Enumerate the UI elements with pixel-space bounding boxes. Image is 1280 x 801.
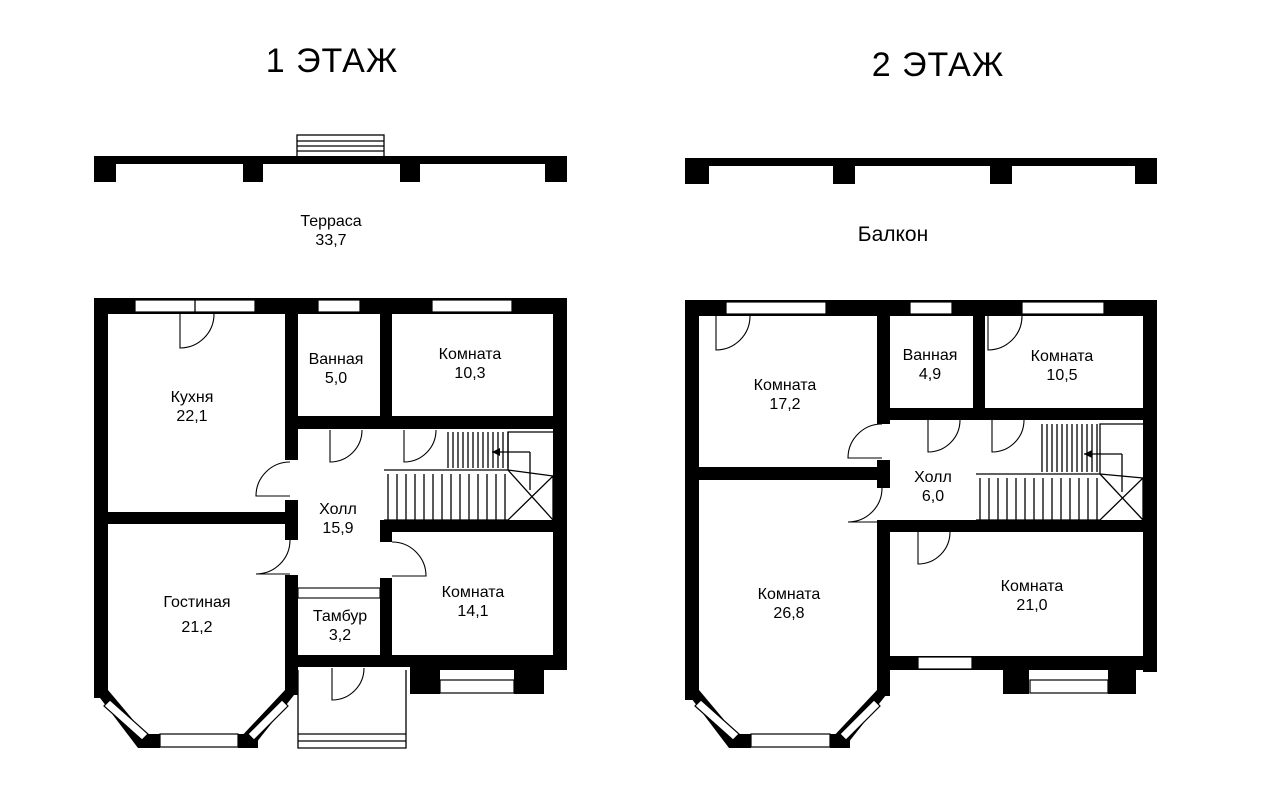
room-area: 10,5 — [1046, 367, 1077, 384]
floor-2-title: 2 ЭТАЖ — [872, 46, 1005, 84]
room-name: Комната — [1001, 578, 1064, 595]
room-area: 4,9 — [919, 366, 941, 383]
room-name: Ванная — [903, 347, 958, 364]
terrace-steps — [296, 134, 385, 158]
room-name: Балкон — [858, 223, 928, 246]
room-name: Комната — [442, 584, 505, 601]
floor-2-stairs — [976, 423, 1144, 521]
floor-2-labels: Балкон Комната 17,2 Ванная 4,9 Комната 1… — [754, 223, 1094, 622]
floor-1-windows — [103, 299, 515, 748]
room-name: Комната — [758, 586, 821, 603]
room-area: 3,2 — [329, 627, 351, 644]
floor-1-stairs — [384, 431, 554, 521]
room-area: 22,1 — [176, 408, 207, 425]
floor-1-doors — [179, 313, 437, 701]
room-name: Гостиная — [163, 594, 230, 611]
floor-2-windows — [694, 301, 1109, 748]
floor-1-porch — [297, 670, 407, 749]
floor-2-doors — [715, 315, 1025, 565]
room-name: Ванная — [309, 351, 364, 368]
room-area: 21,2 — [181, 619, 212, 636]
room-name: Комната — [1031, 348, 1094, 365]
room-area: 15,9 — [322, 520, 353, 537]
room-name: Тамбур — [313, 608, 367, 625]
room-name: Холл — [914, 469, 952, 486]
room-area: 5,0 — [325, 370, 347, 387]
room-area: 26,8 — [773, 605, 804, 622]
room-area: 10,3 — [454, 365, 485, 382]
room-area: 14,1 — [457, 603, 488, 620]
floor-1-title: 1 ЭТАЖ — [266, 42, 399, 80]
room-name: Терраса — [300, 213, 361, 230]
floor-1-plan: 1 ЭТАЖ — [94, 42, 567, 749]
room-area: 6,0 — [922, 488, 944, 505]
room-area: 17,2 — [769, 396, 800, 413]
room-name: Кухня — [171, 389, 214, 406]
room-name: Комната — [754, 377, 817, 394]
room-name: Холл — [319, 501, 357, 518]
floor-2-plan: 2 ЭТАЖ — [685, 46, 1157, 748]
room-name: Комната — [439, 346, 502, 363]
room-area: 21,0 — [1016, 597, 1047, 614]
room-area: 33,7 — [315, 232, 346, 249]
floor-1-labels: Терраса 33,7 Кухня 22,1 Ванная 5,0 Комна… — [163, 213, 504, 644]
